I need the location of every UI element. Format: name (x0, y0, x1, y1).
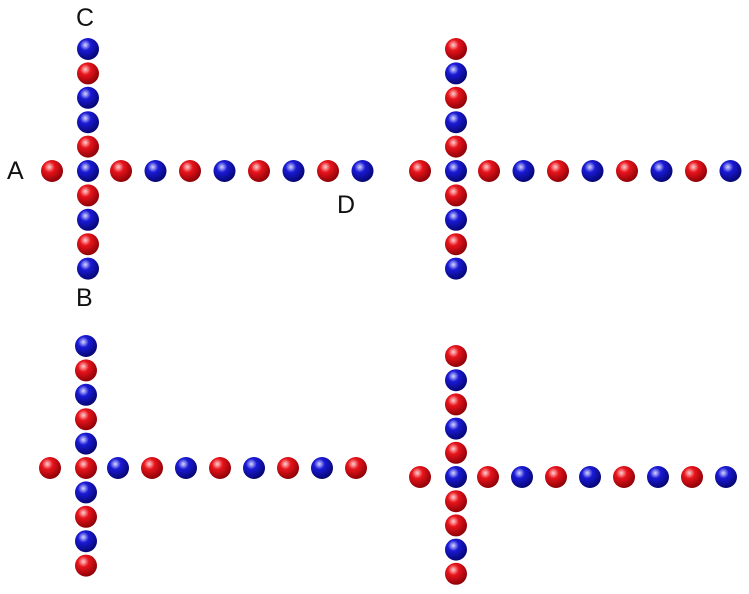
red-atom (445, 393, 467, 415)
blue-atom (243, 457, 265, 479)
blue-atom (77, 258, 99, 280)
blue-atom (75, 481, 97, 503)
blue-atom (75, 384, 97, 406)
red-atom (317, 160, 339, 182)
label-a: A (7, 157, 24, 185)
blue-atom (445, 160, 467, 182)
red-atom (75, 408, 97, 430)
red-atom (77, 62, 99, 84)
red-atom (179, 160, 201, 182)
blue-atom (77, 87, 99, 109)
red-atom (409, 466, 431, 488)
red-atom (39, 457, 61, 479)
blue-atom (511, 466, 533, 488)
figure-bottom-right (409, 345, 737, 585)
red-atom (77, 233, 99, 255)
red-atom (409, 160, 431, 182)
blue-atom (145, 160, 167, 182)
blue-atom (311, 457, 333, 479)
red-atom (477, 466, 499, 488)
red-atom (445, 345, 467, 367)
red-atom (445, 563, 467, 585)
blue-atom (513, 160, 535, 182)
red-atom (445, 442, 467, 464)
blue-atom (75, 433, 97, 455)
red-atom (248, 160, 270, 182)
red-atom (681, 466, 703, 488)
blue-atom (445, 258, 467, 280)
blue-atom (214, 160, 236, 182)
label-d: D (337, 191, 355, 219)
red-atom (141, 457, 163, 479)
blue-atom (445, 466, 467, 488)
red-atom (445, 514, 467, 536)
figure-top-right (409, 38, 742, 280)
red-atom (445, 233, 467, 255)
red-atom (110, 160, 132, 182)
red-atom (345, 457, 367, 479)
red-atom (75, 457, 97, 479)
red-atom (613, 466, 635, 488)
blue-atom (445, 62, 467, 84)
figure-layer (39, 38, 742, 585)
blue-atom (75, 530, 97, 552)
red-atom (445, 87, 467, 109)
red-atom (277, 457, 299, 479)
figure-bottom-left (39, 335, 367, 577)
blue-atom (445, 369, 467, 391)
blue-atom (283, 160, 305, 182)
red-atom (75, 555, 97, 577)
red-atom (41, 160, 63, 182)
red-atom (445, 490, 467, 512)
figure-top-left (41, 38, 374, 280)
red-atom (547, 160, 569, 182)
red-atom (445, 136, 467, 158)
blue-atom (445, 111, 467, 133)
red-atom (77, 184, 99, 206)
blue-atom (647, 466, 669, 488)
blue-atom (715, 466, 737, 488)
blue-atom (582, 160, 604, 182)
blue-atom (445, 209, 467, 231)
blue-atom (445, 418, 467, 440)
blue-atom (75, 335, 97, 357)
blue-atom (720, 160, 742, 182)
red-atom (445, 38, 467, 60)
blue-atom (77, 111, 99, 133)
red-atom (77, 136, 99, 158)
blue-atom (107, 457, 129, 479)
red-atom (685, 160, 707, 182)
label-c: C (76, 4, 94, 32)
blue-atom (579, 466, 601, 488)
blue-atom (651, 160, 673, 182)
red-atom (445, 184, 467, 206)
blue-atom (445, 539, 467, 561)
red-atom (616, 160, 638, 182)
blue-atom (77, 38, 99, 60)
label-b: B (76, 284, 93, 312)
red-atom (75, 506, 97, 528)
red-atom (209, 457, 231, 479)
red-atom (75, 359, 97, 381)
blue-atom (77, 209, 99, 231)
blue-atom (175, 457, 197, 479)
red-atom (545, 466, 567, 488)
blue-atom (77, 160, 99, 182)
red-atom (478, 160, 500, 182)
blue-atom (352, 160, 374, 182)
